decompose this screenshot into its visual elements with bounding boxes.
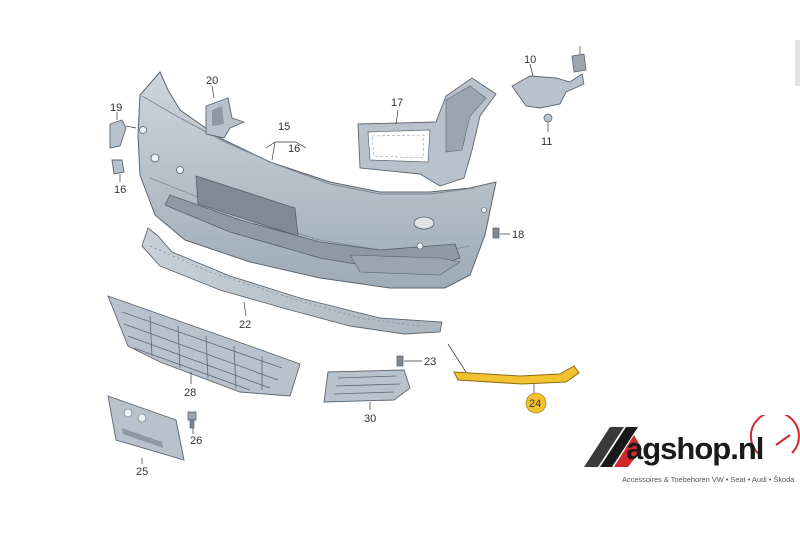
corner-bracket-part-10 [511,46,587,123]
brand-name: agshop.nl [626,431,764,466]
callout-19: 19 [110,102,122,114]
fog-grille-part-30 [323,369,411,403]
callout-22: 22 [239,319,251,331]
plate-holder-part-25 [107,395,185,461]
callout-26: 26 [190,435,202,447]
callout-30: 30 [364,413,376,425]
callout-10: 10 [524,54,536,66]
callout-25: 25 [136,466,148,478]
screw-part-18 [492,227,500,239]
bracket-part-20 [205,97,246,139]
logo-mark-icon [584,415,800,467]
callout-17: 17 [391,97,403,109]
brand-logo: agshop.nl Accessoires & Toebehoren VW • … [582,415,800,500]
trim-strip-part-24 [453,365,580,385]
bumper-cover [137,71,497,289]
callout-11: 11 [541,136,552,148]
screw-part-26 [187,411,197,429]
clip-part-19 [109,119,127,149]
leader-15-16 [265,141,307,161]
edge-bar [795,40,800,86]
callout-28: 28 [184,387,196,399]
brand-tagline: Accessoires & Toebehoren VW • Seat • Aud… [622,475,795,484]
callout-20: 20 [206,75,218,87]
clip-part-16-left [111,159,125,175]
callout-24-badge [525,392,547,414]
callout-23: 23 [424,356,436,368]
callout-15: 15 [278,121,290,133]
mount-bracket-part-17 [357,77,497,187]
callout-16-right: 16 [288,143,300,155]
screw-part-23 [396,355,404,367]
callout-18: 18 [512,229,524,241]
callout-16-left: 16 [114,184,126,196]
grille-part-28 [107,295,301,397]
callout-24: 24 [529,398,541,410]
spoiler-part-22 [141,227,443,335]
